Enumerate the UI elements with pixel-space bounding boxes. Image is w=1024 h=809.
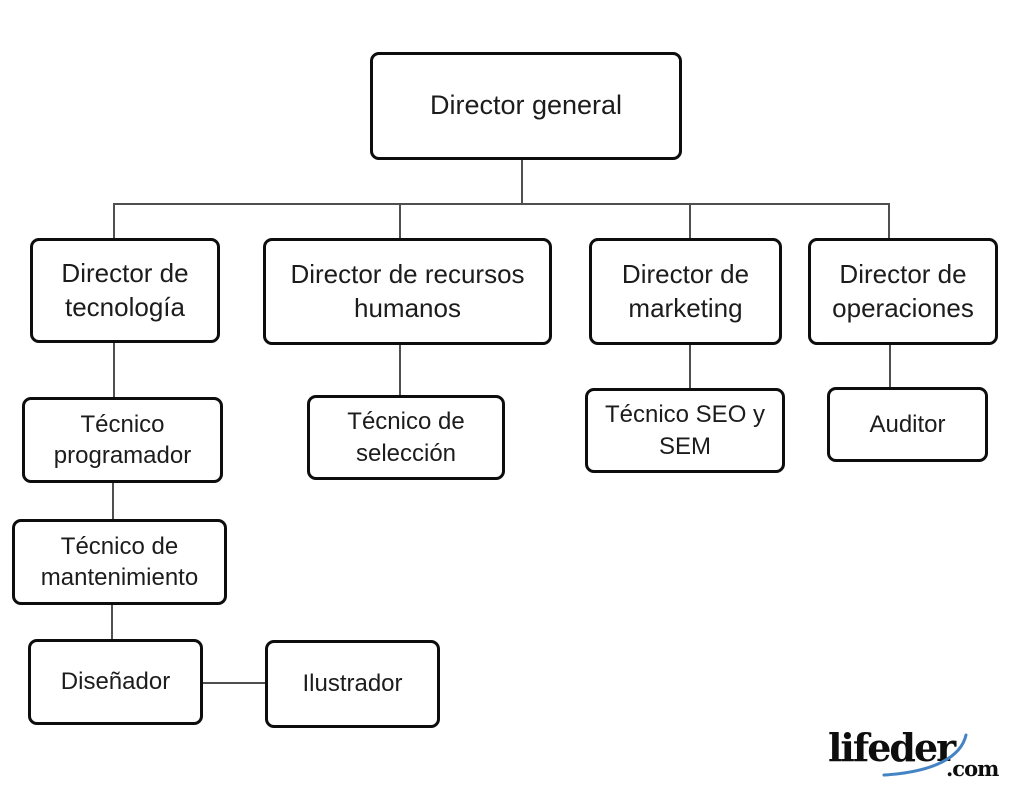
node-tecnico-mantenimiento: Técnico de mantenimiento (12, 519, 227, 605)
lifeder-tld: .com (946, 756, 999, 781)
connector-drop-tecnologia (113, 204, 115, 238)
node-director-tecnologia: Director de tecnología (30, 238, 220, 343)
node-label: Técnico SEO y SEM (604, 401, 766, 460)
node-disenador: Diseñador (28, 639, 203, 725)
node-director-marketing: Director de marketing (589, 238, 782, 345)
connector-drop-recursos-humanos (399, 204, 401, 238)
node-label: Diseñador (60, 668, 171, 696)
node-label: Técnico de mantenimiento (40, 532, 199, 591)
node-director-recursos-humanos: Director de recursos humanos (263, 238, 552, 345)
node-label: Director de tecnología (61, 257, 189, 322)
node-label: Director de operaciones (832, 258, 974, 323)
node-label: Auditor (869, 410, 946, 438)
node-tecnico-seleccion: Técnico de selección (307, 395, 505, 480)
node-label: Director de recursos humanos (290, 258, 525, 323)
node-director-general: Director general (370, 52, 682, 160)
node-tecnico-programador: Técnico programador (22, 397, 223, 483)
connector-disenador-ilustrador (203, 682, 265, 684)
connector-marketing-seo (689, 345, 691, 388)
node-auditor: Auditor (827, 387, 988, 462)
node-ilustrador: Ilustrador (265, 640, 440, 728)
node-director-operaciones: Director de operaciones (808, 238, 998, 345)
connector-drop-marketing (689, 204, 691, 238)
connector-programador-mantenimiento (112, 483, 114, 519)
node-label: Director de marketing (621, 258, 750, 323)
node-label: Ilustrador (302, 670, 403, 698)
connector-drop-operaciones (888, 204, 890, 238)
connector-general-stem (521, 160, 523, 204)
node-tecnico-seo-sem: Técnico SEO y SEM (585, 388, 785, 473)
lifeder-wordmark: lifeder (828, 725, 956, 770)
connector-rrhh-seleccion (399, 345, 401, 395)
node-label: Director general (429, 90, 623, 121)
node-label: Técnico programador (53, 410, 192, 469)
connector-tecnologia-programador (113, 343, 115, 397)
connector-mantenimiento-disenador (111, 605, 113, 639)
connector-rail (113, 203, 890, 205)
connector-operaciones-auditor (889, 345, 891, 387)
logo-swoosh-icon (882, 733, 968, 777)
node-label: Técnico de selección (347, 408, 465, 467)
